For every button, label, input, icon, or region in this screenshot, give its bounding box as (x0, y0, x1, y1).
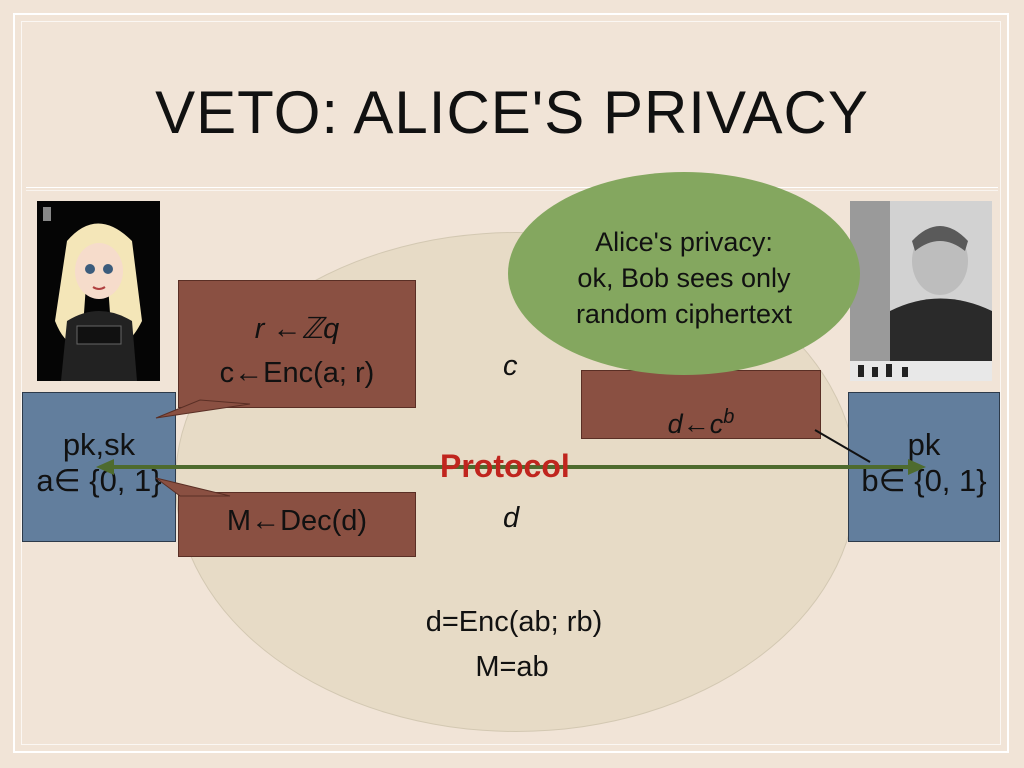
protocol-label: Protocol (440, 448, 570, 485)
result-d-equation: d=Enc(ab; rb) (0, 606, 1024, 639)
arrowhead-left (96, 459, 114, 475)
bob-callout-tail (815, 430, 870, 462)
arrowhead-right (908, 459, 926, 475)
result-m-equation: M=ab (0, 651, 1024, 684)
message-d: d (503, 502, 519, 535)
alice-callout-tail (156, 400, 250, 418)
alice-decrypt-tail (156, 478, 230, 496)
message-c: c (503, 350, 518, 383)
